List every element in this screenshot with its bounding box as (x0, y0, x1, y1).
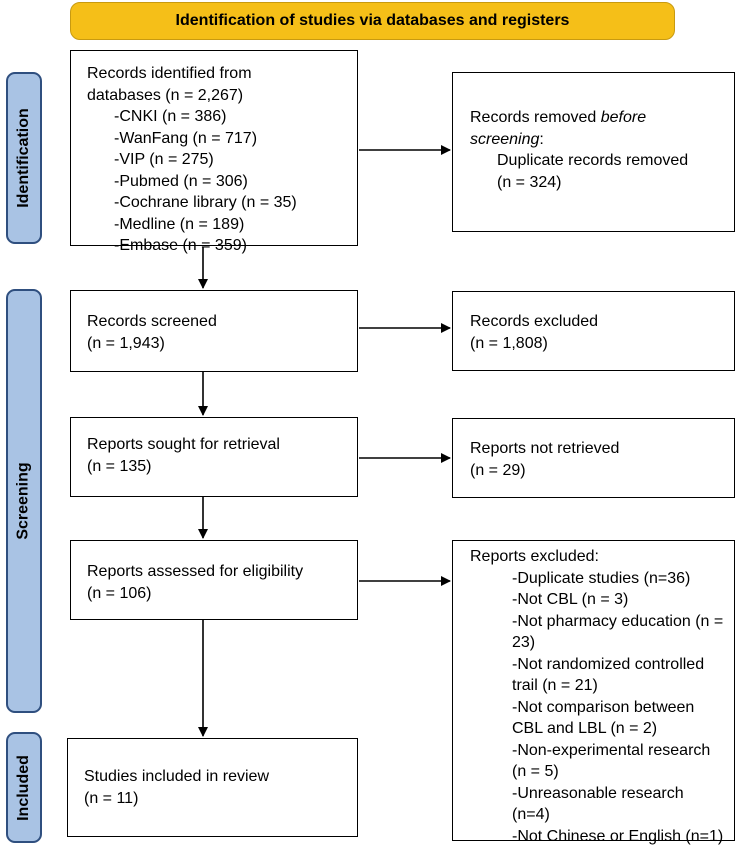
removed-text: Records removed (470, 109, 601, 126)
header-title: Identification of studies via databases … (175, 12, 570, 29)
included-label: Studies included in review (84, 768, 269, 785)
removed-text: : (539, 130, 544, 148)
screened-count: (n = 1,943) (87, 334, 165, 352)
removed-line1: Records removed before (470, 107, 734, 129)
reports-excluded-box: Reports excluded: -Duplicate studies (n=… (452, 540, 735, 845)
removed-emphasis: screening (470, 130, 540, 148)
reports-not-retrieved-box: Reports not retrieved (n = 29) (452, 418, 735, 498)
assessed-count: (n = 106) (87, 584, 152, 602)
excluded-reason: CBL and LBL (n = 2) (512, 720, 658, 737)
source-item: -CNKI (n = 386) (114, 108, 227, 125)
source-item: -Pubmed (n = 306) (114, 172, 248, 190)
excluded-reason: (n = 5) (512, 763, 559, 780)
assessed-label: Reports assessed for eligibility (87, 563, 304, 580)
excluded-reason: (n=4) (512, 806, 550, 823)
excluded-reason: -Not comparison between (512, 698, 695, 716)
removed-line2: screening: (470, 129, 734, 151)
source-item: -VIP (n = 275) (114, 151, 214, 168)
records-identified-box: Records identified from databases (n = 2… (70, 50, 358, 254)
excluded-reason: 23) (512, 634, 536, 651)
excluded-reason: -Unreasonable research (512, 784, 684, 802)
phase-included: Included (6, 732, 42, 843)
removed-line3: Duplicate records removed (497, 152, 689, 169)
not-retrieved-count: (n = 29) (470, 461, 526, 479)
screened-label: Records screened (87, 313, 217, 330)
source-item: -WanFang (n = 717) (114, 129, 258, 147)
excluded-reason: -Duplicate studies (n=36) (512, 569, 691, 587)
sought-label: Reports sought for retrieval (87, 436, 280, 453)
excluded-reason: -Non-experimental research (512, 741, 711, 759)
records-screened-box: Records screened (n = 1,943) (70, 290, 358, 372)
identified-line2: databases (n = 2,267) (87, 86, 244, 104)
excluded-reason: -Not CBL (n = 3) (512, 591, 629, 608)
excluded-reason: trail (n = 21) (512, 677, 598, 694)
excluded-reason: -Not Chinese or English (n=1) (512, 827, 724, 845)
source-item: -Cochrane library (n = 35) (114, 194, 297, 211)
excluded-reason: -Not pharmacy education (n = (512, 612, 724, 630)
not-retrieved-label: Reports not retrieved (470, 440, 620, 457)
source-item: -Medline (n = 189) (114, 215, 245, 233)
excluded-reason: -Not randomized controlled (512, 655, 705, 673)
reports-assessed-box: Reports assessed for eligibility (n = 10… (70, 540, 358, 620)
studies-included-box: Studies included in review (n = 11) (67, 738, 358, 837)
reports-sought-box: Reports sought for retrieval (n = 135) (70, 417, 358, 497)
excluded-label: Records excluded (470, 313, 599, 330)
removed-emphasis: before (600, 109, 647, 126)
reports-excluded-title: Reports excluded: (470, 548, 599, 565)
header-banner: Identification of studies via databases … (70, 2, 675, 40)
removed-line4: (n = 324) (497, 173, 562, 191)
sought-count: (n = 135) (87, 457, 152, 475)
included-count: (n = 11) (84, 789, 139, 807)
excluded-count: (n = 1,808) (470, 334, 548, 352)
records-excluded-box: Records excluded (n = 1,808) (452, 291, 735, 371)
phase-identification: Identification (6, 72, 42, 244)
source-item: -Embase (n = 359) (114, 237, 247, 254)
records-removed-box: Records removed before screening: Duplic… (452, 72, 735, 232)
identified-line1: Records identified from (87, 65, 252, 82)
phase-screening: Screening (6, 289, 42, 713)
